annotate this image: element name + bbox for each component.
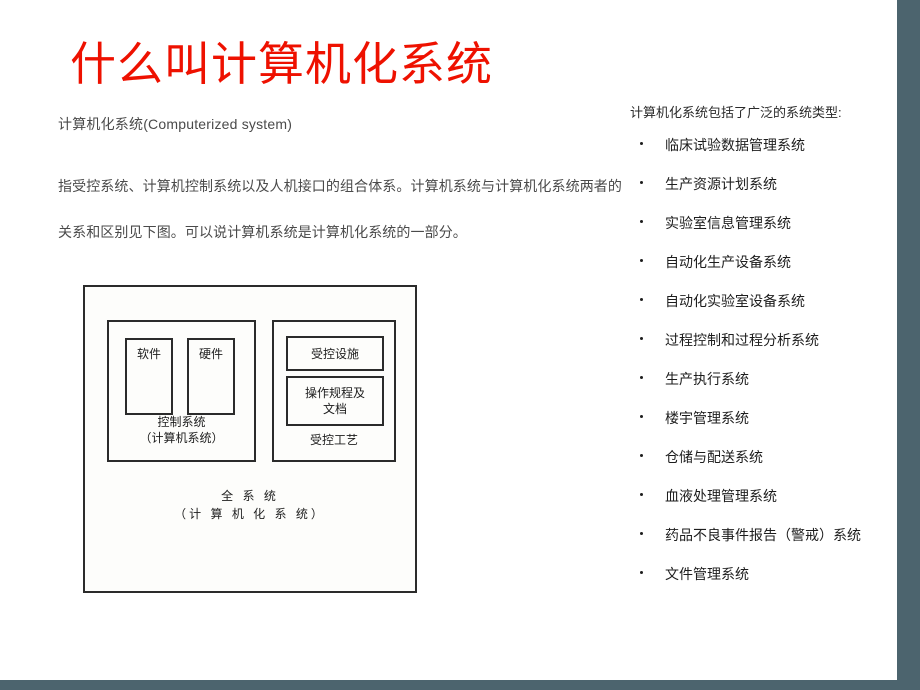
list-item: 生产执行系统 <box>630 370 892 409</box>
computerized-system-diagram: 软件 硬件 控制系统 （计算机系统） 受控设施 操作规程及 文档 受控工艺 全 … <box>83 285 417 593</box>
control-system-caption: 控制系统 （计算机系统） <box>109 414 254 446</box>
list-item-label: 文件管理系统 <box>665 566 749 582</box>
controlled-process-box: 受控设施 操作规程及 文档 受控工艺 <box>272 320 396 462</box>
list-item: 实验室信息管理系统 <box>630 214 892 253</box>
list-item: 血液处理管理系统 <box>630 487 892 526</box>
body-paragraph-line-2: 关系和区别见下图。可以说计算机系统是计算机化系统的一部分。 <box>58 224 467 240</box>
list-item-label: 仓储与配送系统 <box>665 449 763 465</box>
hardware-box: 硬件 <box>187 338 235 415</box>
sop-document-box: 操作规程及 文档 <box>286 376 384 426</box>
list-item-label: 自动化生产设备系统 <box>665 254 791 270</box>
list-item: 药品不良事件报告（警戒）系统 <box>630 526 892 565</box>
page-title: 什么叫计算机化系统 <box>70 38 493 90</box>
slide-accent-bottom-border <box>0 680 920 690</box>
list-item-label: 临床试验数据管理系统 <box>665 137 805 153</box>
system-types-heading: 计算机化系统包括了广泛的系统类型: <box>630 105 842 120</box>
bullet-dot-icon <box>640 298 643 301</box>
list-item: 自动化生产设备系统 <box>630 253 892 292</box>
bullet-dot-icon <box>640 337 643 340</box>
controlled-facility-box: 受控设施 <box>286 336 384 371</box>
list-item: 自动化实验室设备系统 <box>630 292 892 331</box>
control-system-box: 软件 硬件 控制系统 （计算机系统） <box>107 320 256 462</box>
whole-system-caption: 全 系 统 （计 算 机 化 系 统） <box>85 487 415 523</box>
bullet-dot-icon <box>640 142 643 145</box>
list-item: 临床试验数据管理系统 <box>630 136 892 175</box>
sop-box-line-1: 操作规程及 <box>304 386 365 400</box>
list-item: 仓储与配送系统 <box>630 448 892 487</box>
subtitle-text: 计算机化系统(Computerized system) <box>58 116 293 132</box>
bullet-dot-icon <box>640 376 643 379</box>
bullet-dot-icon <box>640 415 643 418</box>
whole-system-caption-line-1: 全 系 统 <box>221 489 279 503</box>
bullet-dot-icon <box>640 181 643 184</box>
list-item-label: 实验室信息管理系统 <box>665 215 791 231</box>
body-paragraph-line-1: 指受控系统、计算机控制系统以及人机接口的组合体系。计算机系统与计算机化系统两者的 <box>58 178 622 194</box>
list-item-label: 药品不良事件报告（警戒）系统 <box>665 527 861 543</box>
list-item-label: 血液处理管理系统 <box>665 488 777 504</box>
list-item-label: 生产执行系统 <box>665 371 749 387</box>
slide-accent-right-border <box>897 0 920 690</box>
bullet-dot-icon <box>640 493 643 496</box>
controlled-process-caption: 受控工艺 <box>309 433 358 447</box>
system-types-panel: 计算机化系统包括了广泛的系统类型: 临床试验数据管理系统生产资源计划系统实验室信… <box>630 104 892 604</box>
list-item: 楼宇管理系统 <box>630 409 892 448</box>
list-item: 过程控制和过程分析系统 <box>630 331 892 370</box>
list-item-label: 楼宇管理系统 <box>665 410 749 426</box>
bullet-dot-icon <box>640 220 643 223</box>
list-item: 生产资源计划系统 <box>630 175 892 214</box>
list-item-label: 生产资源计划系统 <box>665 176 777 192</box>
bullet-dot-icon <box>640 454 643 457</box>
list-item-label: 自动化实验室设备系统 <box>665 293 805 309</box>
whole-system-caption-line-2: （计 算 机 化 系 统） <box>174 507 326 521</box>
control-system-caption-line-2: （计算机系统） <box>139 431 224 445</box>
list-item-label: 过程控制和过程分析系统 <box>665 332 819 348</box>
sop-box-line-2: 文档 <box>322 402 347 416</box>
bullet-dot-icon <box>640 532 643 535</box>
system-types-list: 临床试验数据管理系统生产资源计划系统实验室信息管理系统自动化生产设备系统自动化实… <box>630 136 892 604</box>
bullet-dot-icon <box>640 259 643 262</box>
software-box: 软件 <box>125 338 173 415</box>
bullet-dot-icon <box>640 571 643 574</box>
control-system-caption-line-1: 控制系统 <box>157 415 206 429</box>
list-item: 文件管理系统 <box>630 565 892 604</box>
